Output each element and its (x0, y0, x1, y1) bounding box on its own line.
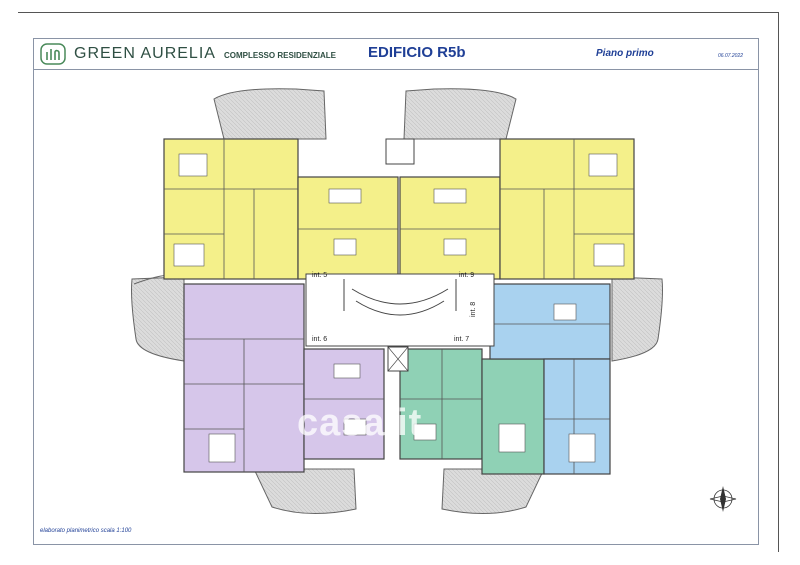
watermark-text: casa.it (297, 402, 423, 444)
partitions (164, 139, 634, 474)
unit-label-int8: int. 8 (470, 302, 477, 317)
unit-label-int7: int. 7 (454, 336, 469, 343)
floor-label: Piano primo (596, 48, 654, 59)
footer-note: elaborato planimetrico scala 1:100 (40, 528, 132, 534)
logo-icon (40, 43, 66, 65)
drawing-sheet: GREEN AURELIA COMPLESSO RESIDENZIALE EDI… (33, 38, 759, 545)
brand-subtitle: COMPLESSO RESIDENZIALE (224, 51, 337, 60)
compass-icon (709, 486, 737, 512)
title-block: GREEN AURELIA COMPLESSO RESIDENZIALE EDI… (34, 39, 758, 70)
brand-name: GREEN AURELIA (74, 45, 216, 62)
unit-label-int6: int. 6 (312, 336, 327, 343)
building-title: EDIFICIO R5b (368, 44, 466, 61)
unit-label-int5: int. 5 (312, 272, 327, 279)
watermark: casa.it (297, 402, 422, 445)
stair-core (305, 273, 495, 372)
drawing-date: 06.07.2022 (718, 53, 744, 59)
lift-shaft (385, 138, 415, 165)
top-rule (18, 12, 778, 13)
right-rule (778, 12, 779, 552)
unit-label-int9: int. 9 (459, 272, 474, 279)
furniture (173, 153, 625, 463)
terraces (131, 88, 663, 514)
floor-plan: int. 5 int. 6 int. 7 int. 8 int. 9 (131, 88, 737, 514)
